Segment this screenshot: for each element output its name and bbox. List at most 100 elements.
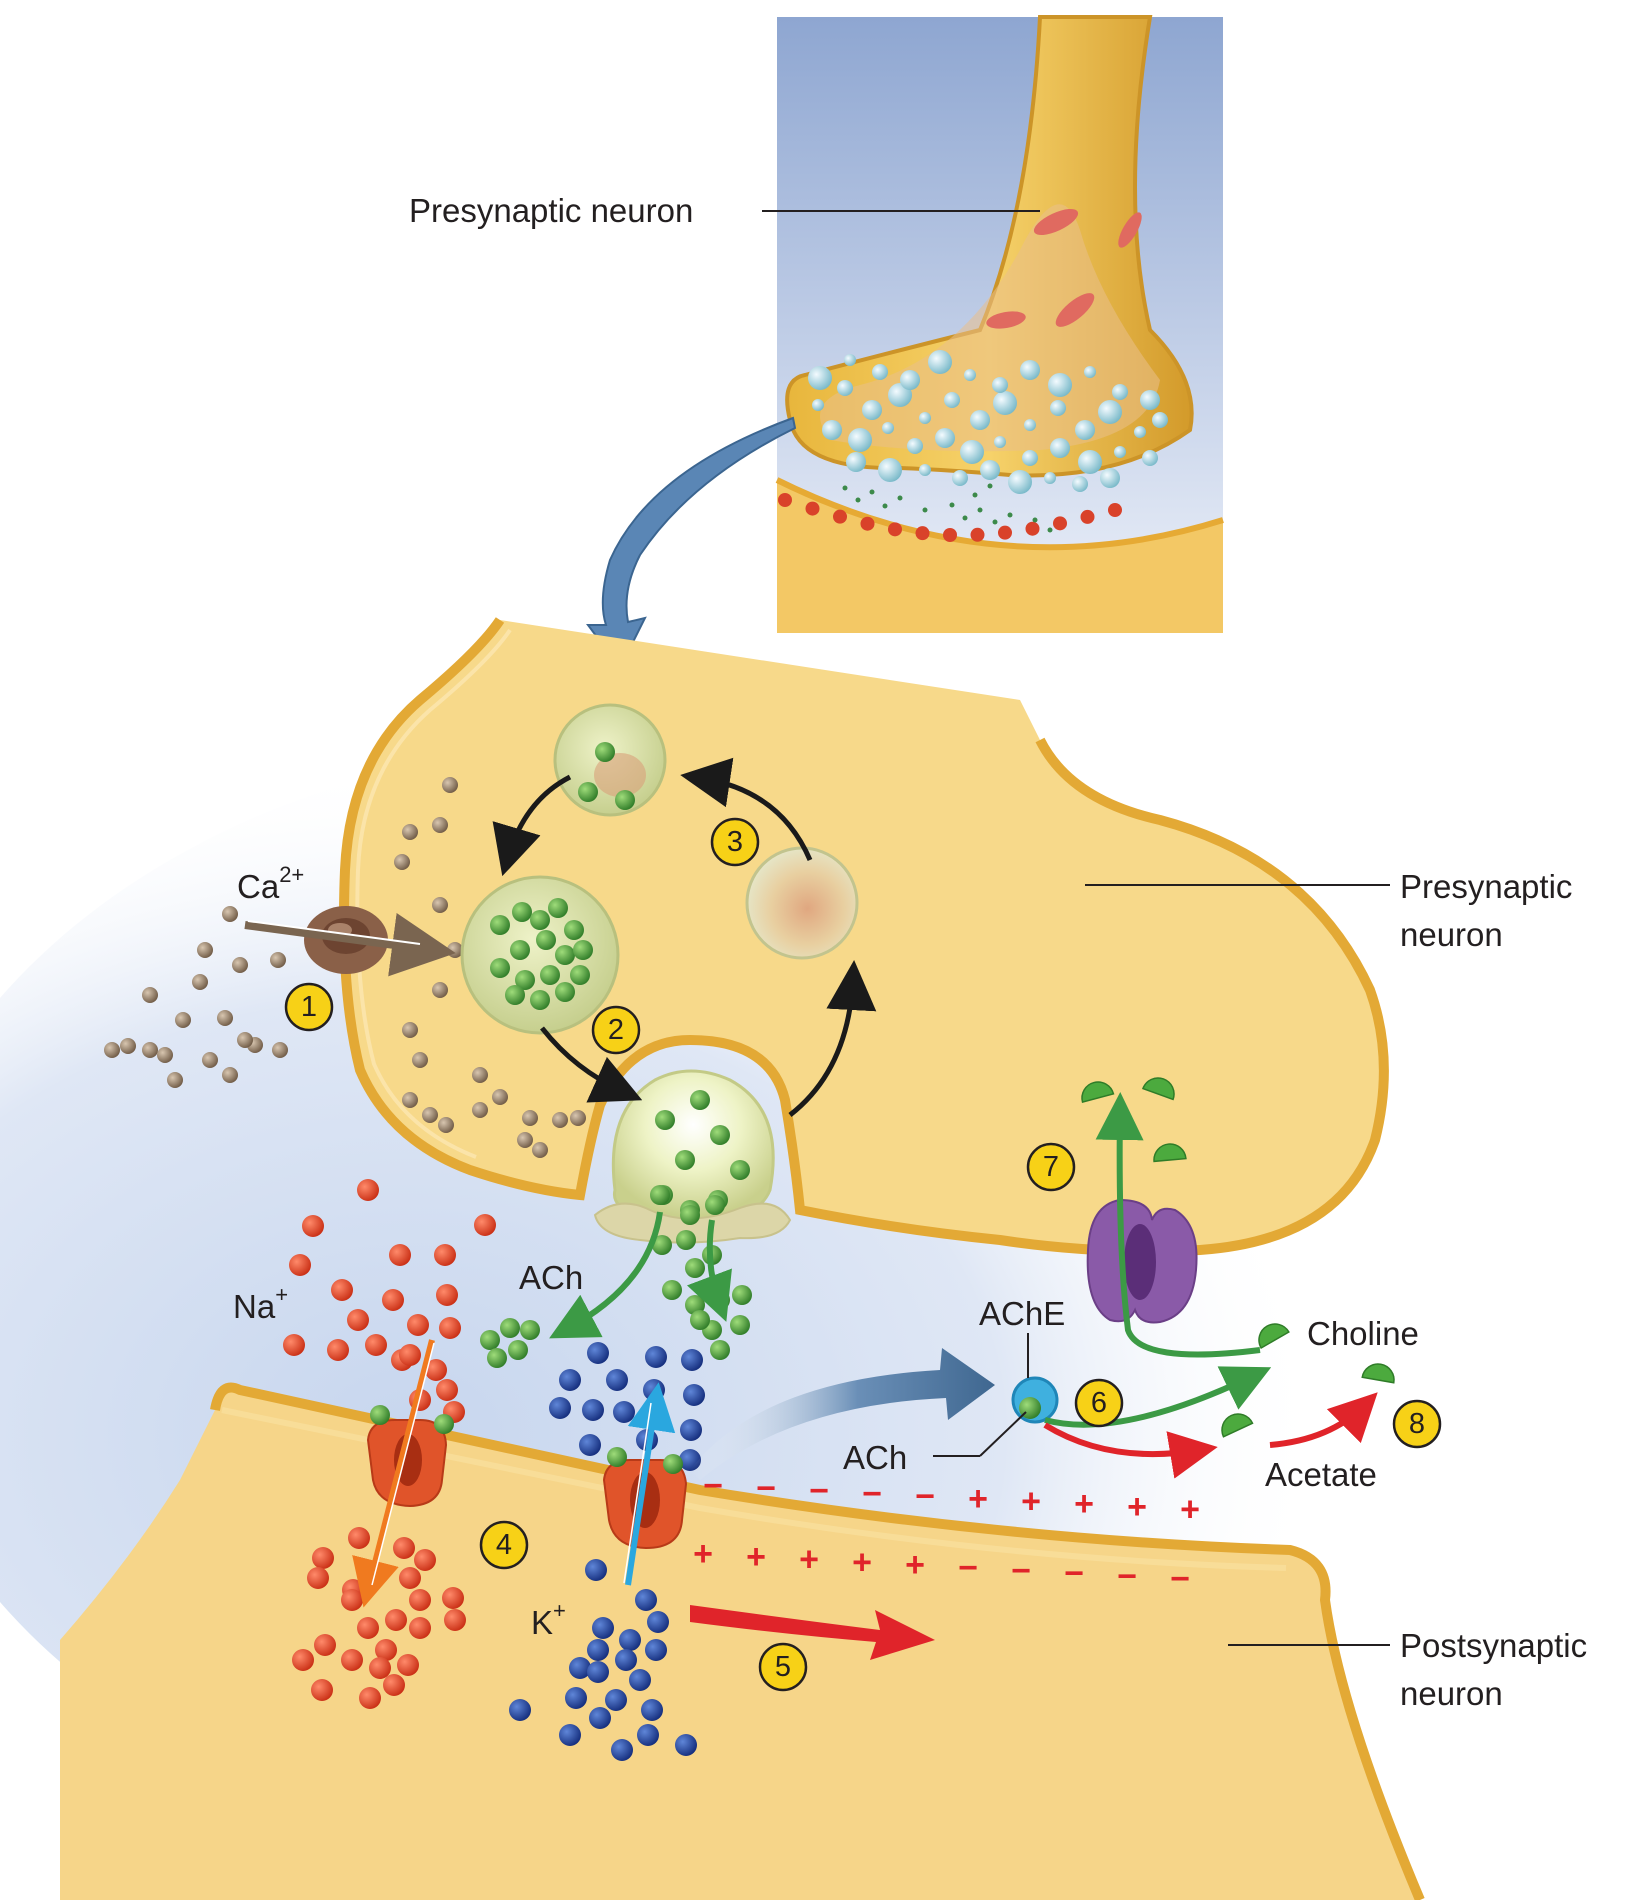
calcium-ion <box>237 1032 253 1048</box>
step-badge-7: 7 <box>1026 1142 1076 1192</box>
calcium-ion <box>142 1042 158 1058</box>
potassium-ion <box>606 1369 628 1391</box>
inset-ach-speck <box>1047 527 1053 533</box>
step-badge-4: 4 <box>479 1520 529 1570</box>
inset-ach-speck <box>882 503 888 509</box>
ach-release-arrow-right <box>686 1219 732 1322</box>
inset-vesicle <box>919 412 931 424</box>
calcium-ion <box>192 974 208 990</box>
ach-molecule <box>573 940 593 960</box>
ach-molecule <box>732 1285 752 1305</box>
potassium-ion <box>637 1724 659 1746</box>
sodium-ion <box>389 1244 411 1266</box>
step-badge-6: 6 <box>1074 1378 1124 1428</box>
presynaptic-label-line2: neuron <box>1400 916 1503 953</box>
inset-vesicle <box>907 438 923 454</box>
ach-molecule <box>515 970 535 990</box>
sodium-ion <box>311 1679 333 1701</box>
sodium-ion <box>414 1549 436 1571</box>
inset-vesicle <box>1084 366 1096 378</box>
inset-vesicle <box>1112 384 1128 400</box>
calcium-ion <box>472 1102 488 1118</box>
sodium-ion <box>359 1687 381 1709</box>
sodium-ion <box>348 1527 370 1549</box>
potassium-ion <box>643 1379 665 1401</box>
choline-transporter <box>1086 1198 1198 1324</box>
step-badge-1: 1 <box>284 982 334 1032</box>
ach-molecule <box>662 1280 682 1300</box>
potassium-ion <box>641 1699 663 1721</box>
inset-vesicle <box>1100 468 1120 488</box>
membrane-charge: + <box>799 1541 819 1579</box>
inset-ach-speck <box>869 489 875 495</box>
inset-ach-speck <box>977 507 983 513</box>
potassium-ion <box>549 1397 571 1419</box>
potassium-ion <box>681 1349 703 1371</box>
inset-ach-speck <box>992 519 998 525</box>
calcium-ion <box>432 897 448 913</box>
ach-molecule <box>490 915 510 935</box>
membrane-charge: + <box>1180 1490 1200 1528</box>
sodium-ion <box>307 1567 329 1589</box>
ach-molecule <box>655 1110 675 1130</box>
potassium-ion <box>587 1639 609 1661</box>
sodium-ion <box>399 1344 421 1366</box>
ache-enzyme <box>933 1333 1059 1457</box>
inset-receptor <box>915 526 930 541</box>
inset-vesicle <box>1078 450 1102 474</box>
choline-label: Choline <box>1307 1315 1419 1352</box>
step-badge-2: 2 <box>591 1005 641 1055</box>
calcium-ion <box>402 824 418 840</box>
ach-molecule <box>555 982 575 1002</box>
potassium-ion <box>579 1434 601 1456</box>
ach-molecule <box>540 965 560 985</box>
inset-vesicle <box>1114 446 1126 458</box>
ach-molecule <box>508 1340 528 1360</box>
inset-vesicle <box>964 369 976 381</box>
choline-molecule <box>1153 1143 1187 1163</box>
sodium-ion <box>375 1639 397 1661</box>
calcium-ion <box>492 1089 508 1105</box>
sodium-ion <box>439 1317 461 1339</box>
ach-molecule <box>500 1318 520 1338</box>
calcium-ion <box>270 952 286 968</box>
inset-vesicle <box>1008 470 1032 494</box>
ligand-gated-channel-1 <box>366 1405 454 1508</box>
potassium-ion <box>615 1649 637 1671</box>
inset-vesicle <box>1022 450 1038 466</box>
ach-molecule <box>564 920 584 940</box>
inset-vesicle <box>1152 412 1168 428</box>
membrane-charges-inner: +++++−−−−− <box>693 1535 1190 1598</box>
calcium-ion <box>104 1042 120 1058</box>
calcium-ion <box>272 1042 288 1058</box>
svg-text:7: 7 <box>1043 1151 1059 1183</box>
inset-vesicle <box>1140 390 1160 410</box>
ach-molecule <box>710 1125 730 1145</box>
calcium-ion <box>197 942 213 958</box>
inset-vesicle <box>980 460 1000 480</box>
calcium-ion <box>202 1052 218 1068</box>
inset-vesicle <box>1098 400 1122 424</box>
zoom-arrow <box>586 416 797 670</box>
calcium-ion <box>422 1107 438 1123</box>
potassium-ion <box>582 1399 604 1421</box>
inset-ach-speck <box>842 485 848 491</box>
ach-molecule <box>487 1348 507 1368</box>
inset-vesicle <box>848 428 872 452</box>
sodium-ion <box>409 1589 431 1611</box>
potassium-ion <box>645 1639 667 1661</box>
calcium-ion <box>432 982 448 998</box>
potassium-ion <box>629 1669 651 1691</box>
sodium-ion <box>385 1609 407 1631</box>
potassium-ion <box>589 1707 611 1729</box>
sodium-label: Na+ <box>233 1282 288 1325</box>
inset-vesicle <box>1048 373 1072 397</box>
ach-molecule <box>685 1258 705 1278</box>
calcium-ion <box>142 987 158 1003</box>
inset-receptor <box>1053 516 1067 531</box>
ach-molecule <box>512 902 532 922</box>
choline-release-arrow <box>1044 1366 1272 1428</box>
membrane-charge: + <box>905 1546 925 1584</box>
ach-molecule <box>555 945 575 965</box>
ach-molecule <box>730 1160 750 1180</box>
